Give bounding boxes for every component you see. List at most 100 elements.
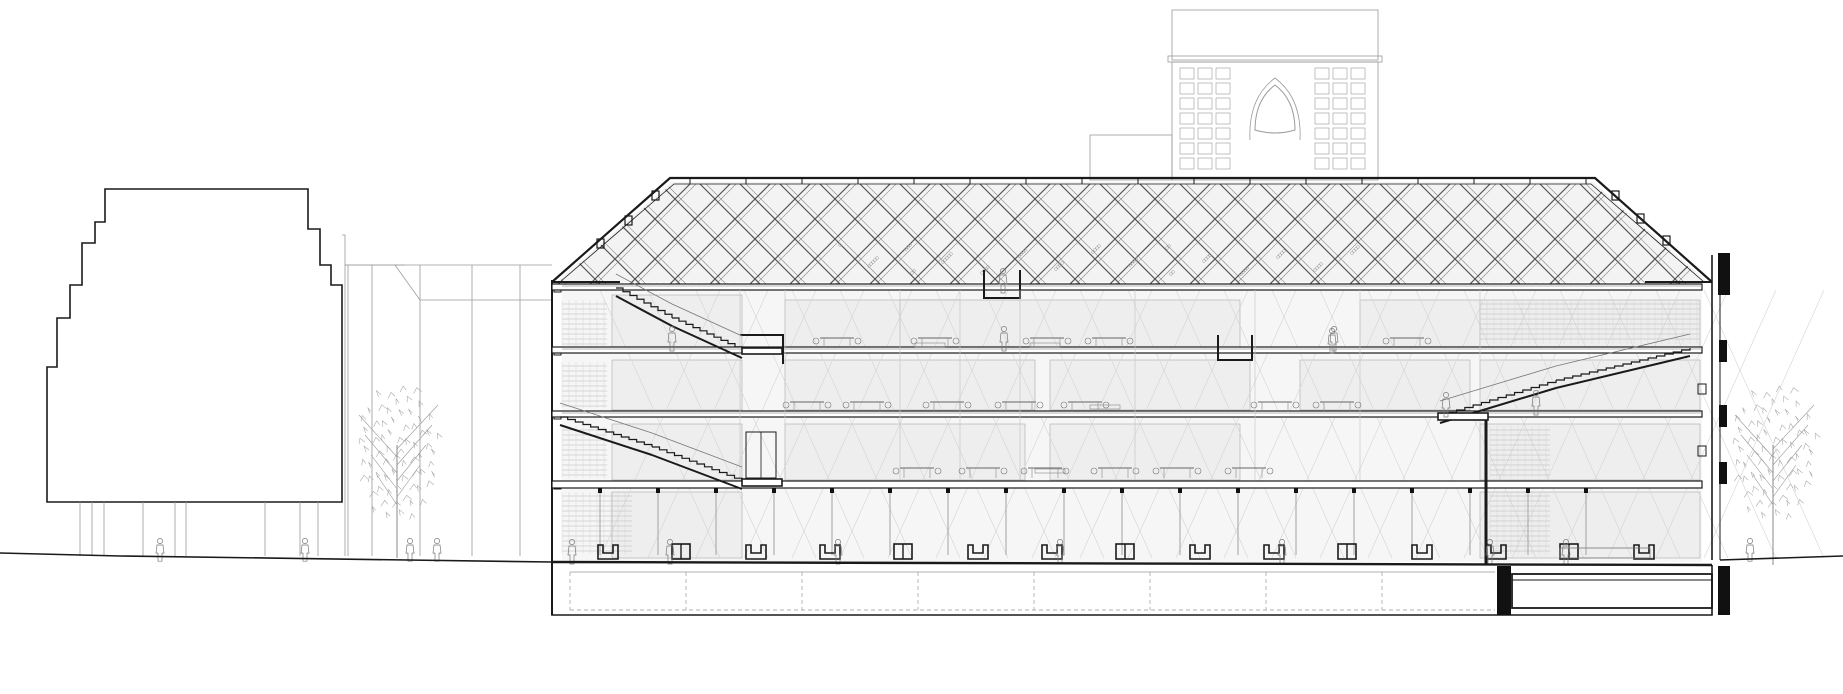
slab-level-3: [551, 346, 1703, 354]
stair-left-lower-a: [560, 416, 653, 447]
tree-branch: [370, 454, 398, 490]
tree-leaf: [1767, 468, 1771, 475]
diagrid-member: [619, 184, 731, 284]
tower-window: [1215, 67, 1231, 80]
diagrid-member: [939, 184, 1051, 284]
tree-leaf: [1762, 407, 1768, 414]
diagrid-member: [556, 184, 577, 284]
service-desk: [1559, 547, 1651, 559]
diagrid-member: [1339, 184, 1451, 284]
tower-window: [1179, 97, 1195, 110]
roof-planting: [1095, 246, 1099, 250]
tree-leaf: [1747, 436, 1755, 444]
tree-leaf: [1790, 441, 1795, 449]
diagrid-member: [266, 184, 376, 294]
tower-arch-outer: [1249, 77, 1301, 141]
diagrid-member: [106, 184, 216, 294]
tree-branch: [1740, 434, 1774, 474]
diagrid-member: [100, 184, 210, 294]
tree-branch: [1734, 414, 1774, 458]
diagrid-member: [260, 184, 370, 294]
atrium-diagonal: [1271, 289, 1393, 559]
diagrid-member: [426, 184, 536, 294]
chair: [958, 467, 966, 475]
roof-planting: [1128, 263, 1132, 267]
diagrid-member: [306, 184, 416, 294]
roof-light-fixture: [1636, 213, 1645, 224]
tower-window: [1332, 157, 1348, 170]
tree-leaf: [1738, 445, 1744, 453]
tree-leaf: [387, 407, 392, 414]
diagrid-member: [186, 184, 296, 294]
lounge-chair: [1263, 544, 1285, 560]
person-figure: [1531, 396, 1541, 416]
roof-planting: [1204, 257, 1208, 261]
roof-planting: [1208, 253, 1212, 257]
interior-zone: [611, 359, 743, 411]
tree-branch: [1772, 444, 1803, 482]
chair: [1424, 337, 1432, 345]
right-facade-bracket: [1697, 445, 1707, 457]
diagrid-member: [140, 184, 250, 294]
tree-leaf: [363, 445, 370, 453]
diagrid-member: [1746, 184, 1843, 294]
roof-planting: [1058, 263, 1062, 267]
diagrid-member: [859, 184, 971, 284]
ground-floor-slab: [551, 560, 1713, 567]
diagrid-member: [1699, 184, 1708, 284]
interior-zone: [1479, 359, 1701, 411]
person-figure: [999, 332, 1009, 352]
tree-leaf: [1772, 448, 1781, 456]
diagrid-member: [556, 184, 571, 284]
roof-planting: [1023, 248, 1027, 252]
person-figure: [567, 545, 577, 565]
atrium-diagonal: [743, 289, 865, 559]
tree-leaf: [402, 459, 407, 467]
column-head: [830, 488, 834, 493]
roof-planting: [1354, 247, 1358, 251]
interior-zone: [784, 423, 1026, 481]
tower-window: [1179, 127, 1195, 140]
tree-leaf: [1789, 469, 1798, 477]
tree-leaf: [383, 473, 390, 481]
tower-window: [1179, 142, 1195, 155]
tree-branch: [1772, 404, 1815, 450]
diagrid-member: [386, 184, 496, 294]
diagrid-member: [1379, 184, 1491, 284]
interior-zone: [1479, 423, 1701, 481]
tree-leaf: [412, 469, 421, 477]
tower-window: [1350, 127, 1366, 140]
tree-leaf: [368, 475, 374, 483]
tree-leaf: [410, 456, 420, 464]
stair-left-lower-a-stringer: [559, 424, 653, 456]
tree-leaf: [419, 429, 428, 437]
chair: [1224, 467, 1232, 475]
roof-planting: [1202, 259, 1206, 263]
roof-planting: [869, 262, 873, 266]
lounge-chair: [1411, 544, 1433, 560]
tree-leaf: [405, 438, 411, 445]
tree-leaf: [361, 458, 366, 466]
tower-window: [1197, 127, 1213, 140]
stair-landing: [740, 334, 784, 364]
diagrid-member: [659, 184, 771, 284]
tree-leaf: [1805, 460, 1812, 468]
tree-leaf: [1762, 488, 1768, 496]
diagrid-member: [380, 184, 490, 294]
tree-branch: [396, 424, 433, 466]
roof-planting: [867, 264, 871, 268]
chair: [1250, 401, 1258, 409]
tree-leaf: [375, 389, 382, 397]
column-head: [1410, 488, 1414, 493]
basement-room: [1511, 573, 1713, 609]
person-figure: [1057, 539, 1063, 545]
tree-leaf: [417, 415, 422, 423]
chair: [824, 401, 832, 409]
tree-leaf: [1796, 429, 1805, 437]
stair-left-upper-a-handrail: [615, 273, 673, 305]
tower-top-block: [1171, 9, 1379, 61]
person-figure: [1443, 392, 1449, 398]
person-figure: [302, 538, 308, 544]
tower-window: [1197, 157, 1213, 170]
